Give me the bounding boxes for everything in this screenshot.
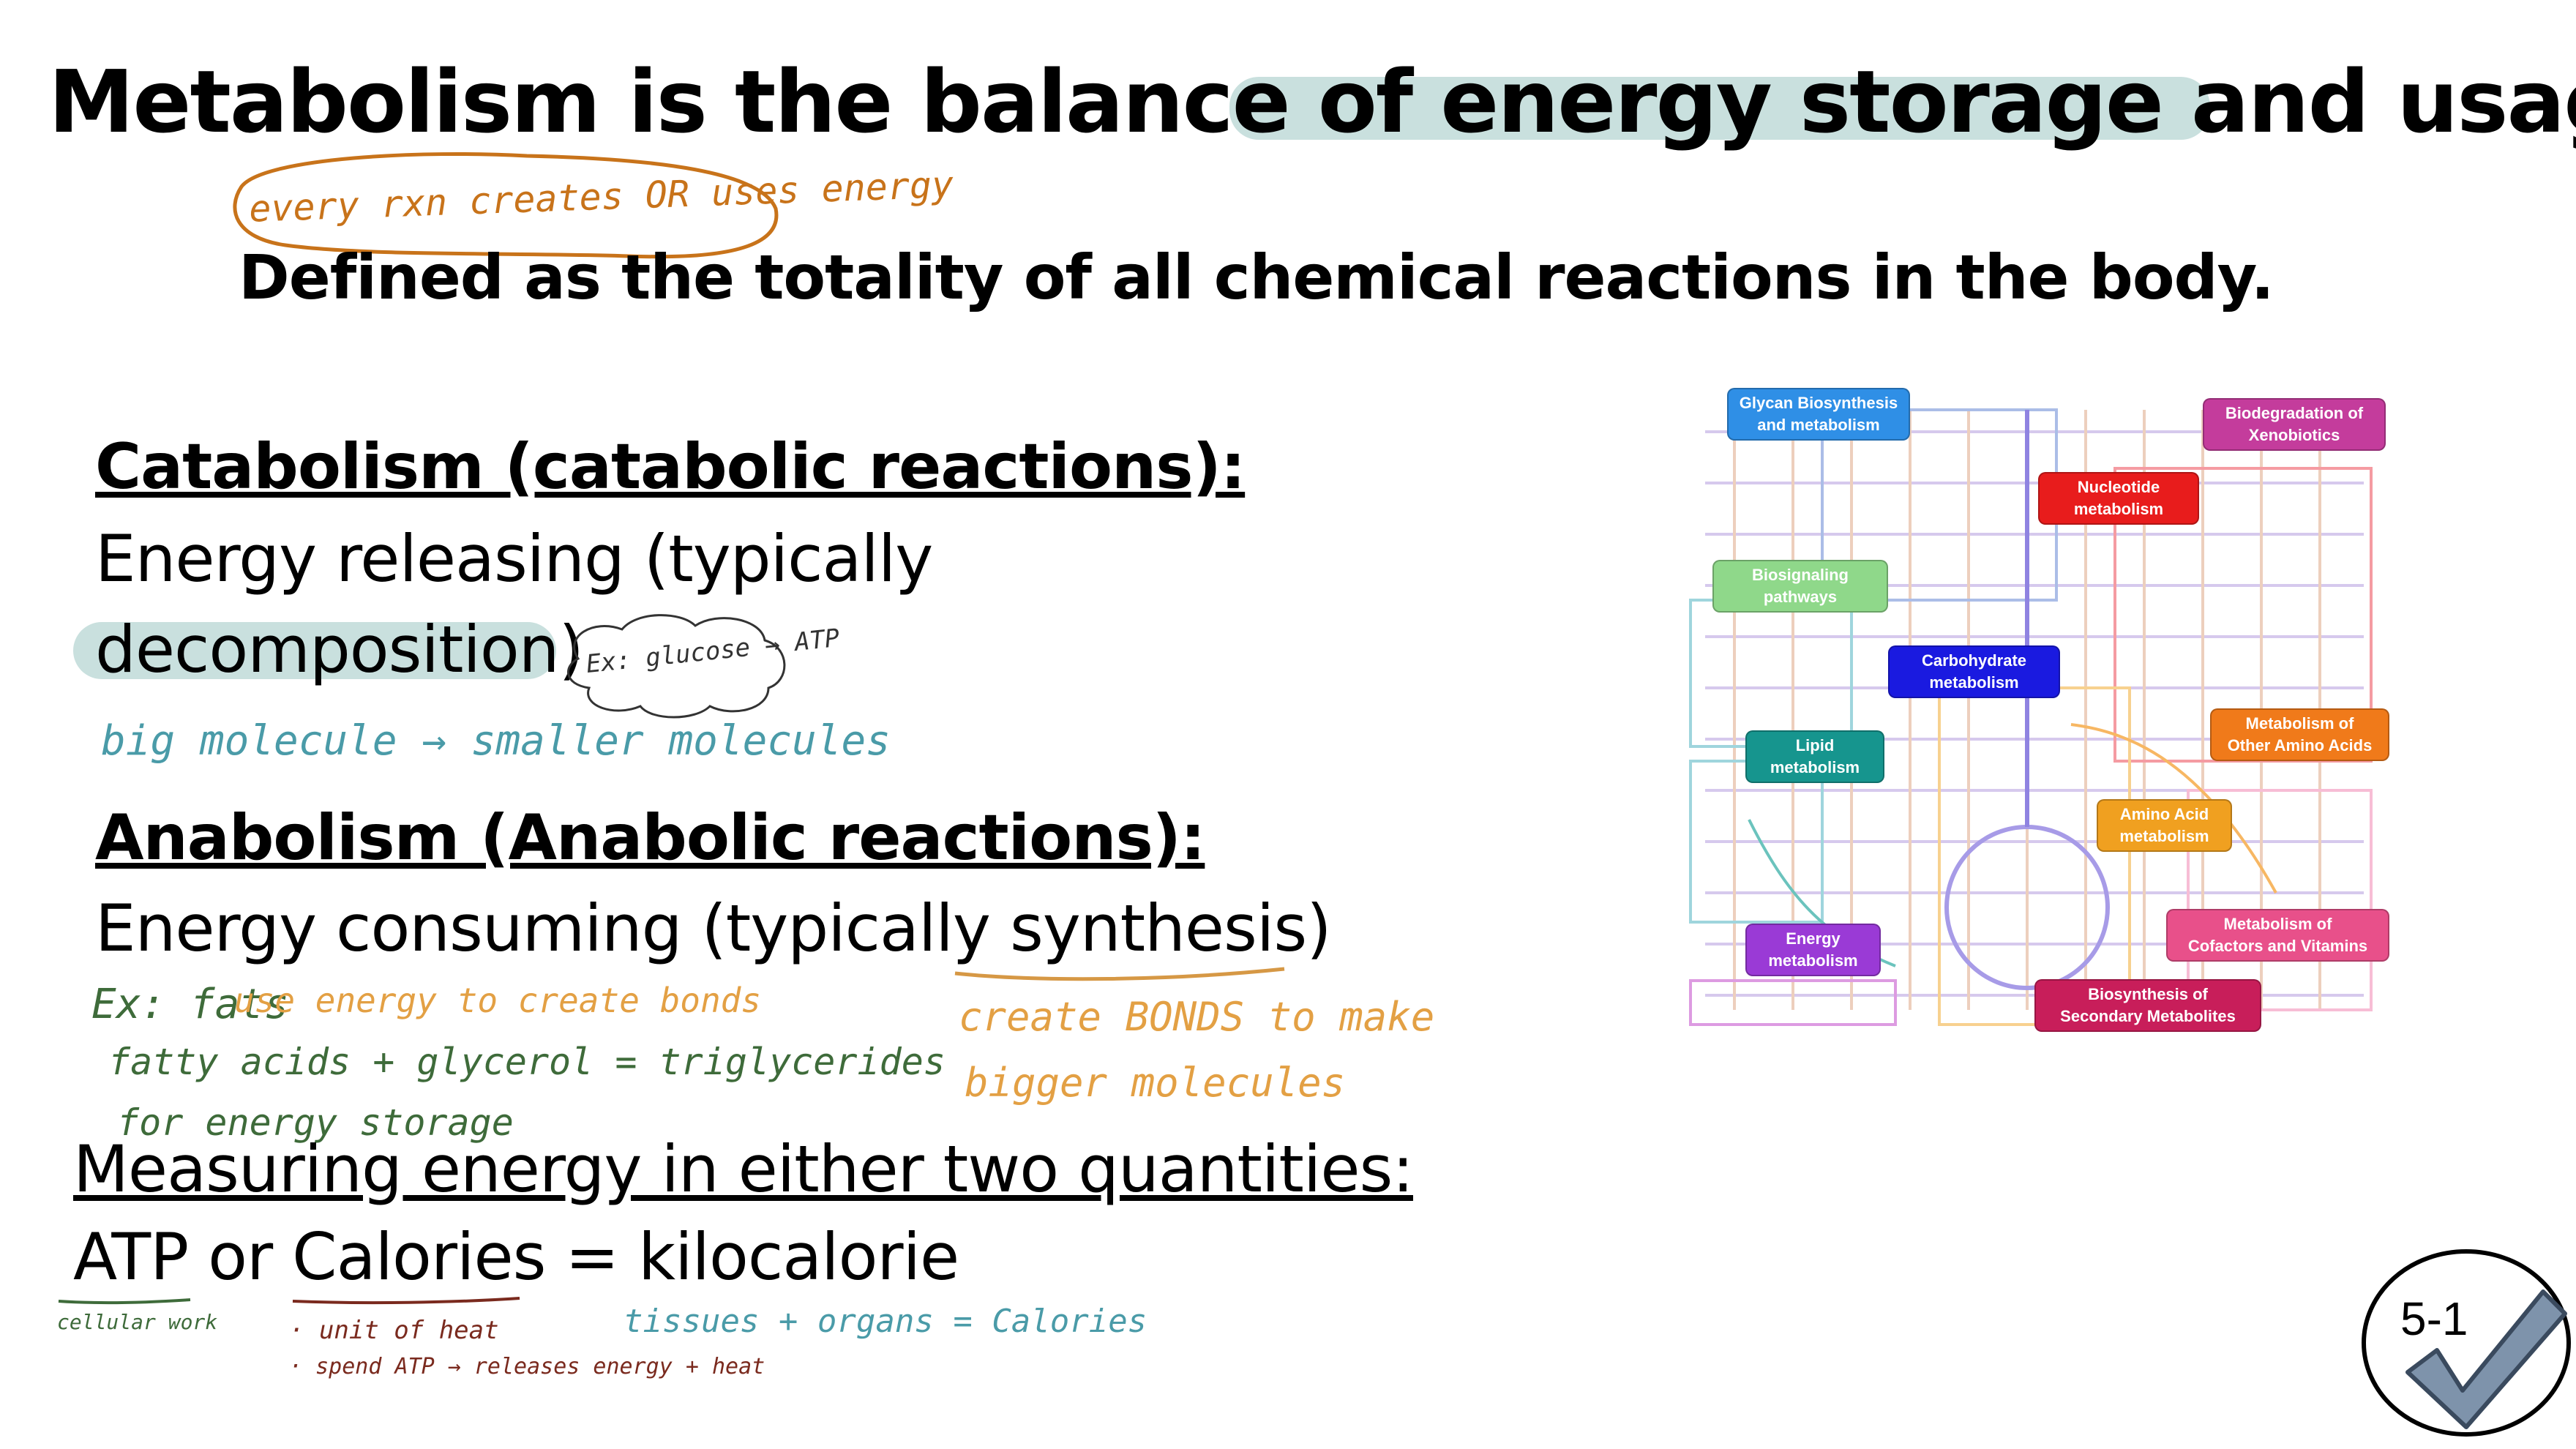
note-bigger-molecules: bigger molecules [965, 1060, 1346, 1106]
note-tissues: tissues + organs = Calories [624, 1303, 1147, 1340]
note-unit-of-heat: · unit of heat [289, 1316, 499, 1345]
catabolism-line2: decomposition) [95, 612, 584, 687]
note-fatty-acids: fatty acids + glycerol = triglycerides [108, 1041, 946, 1083]
subtitle: Defined as the totality of all chemical … [239, 242, 2274, 313]
node-cofactors: Metabolism of Cofactors and Vitamins [2166, 909, 2389, 962]
node-other-amino-acids: Metabolism of Other Amino Acids [2210, 708, 2389, 761]
node-glycan: Glycan Biosynthesis and metabolism [1727, 388, 1910, 441]
title-highlight-text: energy storage and usage [1440, 51, 2576, 152]
anabolism-line1: Energy consuming (typically synthesis) [95, 891, 1332, 966]
metabolic-map: Glycan Biosynthesis and metabolism Biode… [1676, 381, 2389, 1032]
anabolism-paren: ) [1306, 891, 1331, 966]
note-cellular-work: cellular work [57, 1310, 218, 1334]
node-carbohydrate: Carbohydrate metabolism [1888, 645, 2060, 698]
or-word: or [188, 1219, 293, 1295]
cloud-bubble [567, 614, 786, 719]
slide-number: 5-1 [2400, 1292, 2468, 1345]
title-text: Metabolism is the balance of [48, 51, 1441, 152]
annotation-bubble [233, 151, 779, 259]
note-for-energy: for energy storage [117, 1101, 514, 1144]
anabolism-text: Energy consuming (typically [95, 891, 1010, 966]
note-create-bonds: create BONDS to make [959, 994, 1435, 1040]
handwritten-underlines [58, 1297, 520, 1305]
node-energy: Energy metabolism [1745, 924, 1881, 976]
synthesis-underline [954, 967, 1285, 981]
checkmark-icon [2405, 1289, 2567, 1429]
decomposition-word: decomposition [95, 612, 560, 687]
node-nucleotide: Nucleotide metabolism [2038, 472, 2199, 525]
atp-word: ATP [73, 1219, 189, 1295]
catabolism-heading: Catabolism (catabolic reactions): [95, 430, 1246, 503]
calories-word: Calories [292, 1219, 546, 1295]
synthesis-word: synthesis [1009, 891, 1307, 966]
anabolism-heading: Anabolism (Anabolic reactions): [95, 801, 1205, 875]
note-spend-atp: · spend ATP → releases energy + heat [289, 1354, 765, 1379]
note-ex-fats: Ex: fats [91, 981, 289, 1028]
node-biosignaling: Biosignaling pathways [1712, 560, 1888, 613]
note-big-molecule: big molecule → smaller molecules [101, 717, 891, 765]
measuring-heading: Measuring energy in either two quantitie… [73, 1131, 1414, 1207]
node-secondary-metabolites: Biosynthesis of Secondary Metabolites [2034, 979, 2261, 1032]
kilocalorie-text: = kilocalorie [545, 1219, 959, 1295]
node-amino-acid: Amino Acid metabolism [2097, 799, 2232, 852]
title-highlight [1229, 77, 2210, 140]
decomposition-highlight [73, 622, 556, 679]
badge-circle [2362, 1249, 2571, 1437]
note-use-energy: use energy to create bonds [234, 981, 762, 1020]
catabolism-paren: ) [558, 612, 584, 687]
node-lipid: Lipid metabolism [1745, 730, 1884, 783]
catabolism-line1: Energy releasing (typically [95, 521, 933, 596]
measuring-line: ATP or Calories = kilocalorie [73, 1219, 959, 1295]
node-xenobiotics: Biodegradation of Xenobiotics [2203, 398, 2386, 451]
page-title: Metabolism is the balance of energy stor… [48, 51, 2576, 152]
